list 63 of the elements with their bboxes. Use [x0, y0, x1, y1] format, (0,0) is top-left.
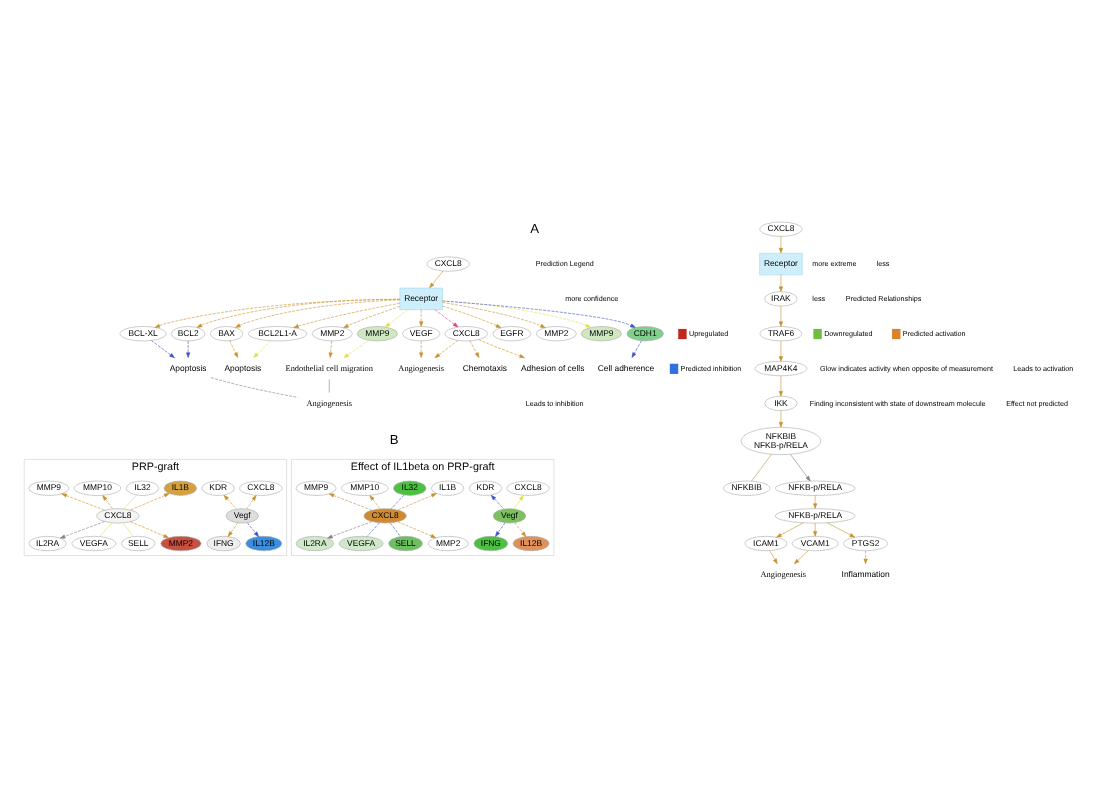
arrow — [827, 522, 855, 538]
arrow — [59, 521, 105, 539]
arrow — [790, 454, 811, 482]
connector — [328, 379, 330, 393]
arrow — [253, 340, 272, 358]
arrow — [429, 270, 444, 289]
arrow — [495, 522, 506, 537]
connector — [210, 377, 298, 398]
arrow — [469, 340, 480, 358]
arrow — [434, 340, 459, 359]
connector — [390, 494, 405, 510]
arrow — [442, 300, 592, 328]
arrow — [442, 300, 636, 328]
arrow — [442, 302, 546, 328]
arrow — [514, 522, 527, 537]
arrow — [442, 305, 502, 328]
arrow — [863, 550, 868, 565]
arrow — [631, 340, 642, 358]
arrow — [196, 298, 401, 328]
arrow — [813, 522, 818, 537]
arrow — [327, 521, 373, 539]
arrow — [246, 495, 257, 510]
arrow — [794, 550, 809, 565]
arrow — [247, 522, 259, 537]
arrow — [778, 274, 783, 292]
arrow — [419, 340, 424, 358]
arrow — [130, 521, 169, 539]
arrow — [397, 493, 437, 511]
arrow — [434, 309, 459, 328]
arrow — [813, 495, 818, 509]
arrow — [102, 495, 114, 509]
arrow — [769, 550, 778, 565]
arrow — [229, 340, 239, 358]
arrow — [778, 375, 783, 397]
arrow — [419, 309, 424, 327]
arrow — [385, 309, 409, 328]
arrow — [776, 522, 804, 538]
arrow — [61, 493, 105, 511]
arrow — [223, 494, 237, 510]
arrow — [490, 494, 504, 510]
arrow — [778, 236, 783, 254]
arrow — [151, 340, 175, 359]
arrow — [154, 299, 401, 328]
arrow — [478, 339, 525, 358]
arrow — [186, 340, 191, 358]
connector — [99, 522, 113, 537]
arrow — [778, 305, 783, 327]
arrow — [235, 299, 400, 328]
arrow — [227, 522, 238, 537]
arrow — [778, 340, 783, 362]
arrow — [397, 521, 437, 539]
arrow — [293, 302, 401, 329]
connector — [122, 522, 134, 537]
connector — [751, 454, 772, 482]
arrow — [343, 340, 370, 358]
connector — [123, 494, 137, 510]
arrow — [328, 493, 373, 511]
arrow — [513, 495, 524, 510]
arrow — [369, 495, 381, 509]
arrow — [130, 493, 170, 511]
arrow — [343, 306, 401, 329]
arrow — [778, 410, 783, 428]
arrow — [328, 340, 333, 358]
